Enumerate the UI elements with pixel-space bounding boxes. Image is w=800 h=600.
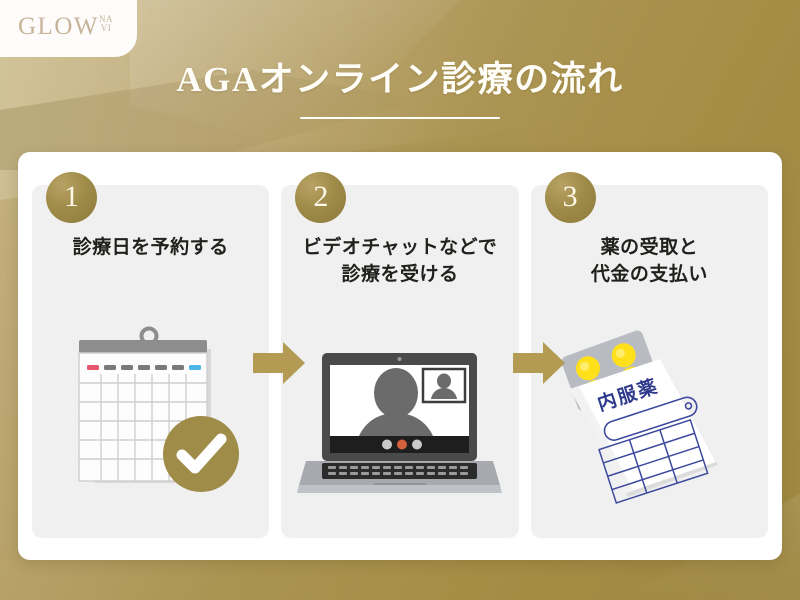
step-number-3: 3 [562,179,578,213]
logo-submark: NA VI [99,15,113,32]
brand-logo-badge[interactable]: GLOW NA VI [0,0,137,57]
logo-submark-top: NA [98,14,113,24]
step-number-badge-2: 2 [295,172,347,223]
logo-wrap: GLOW NA VI [18,14,113,39]
laptop-video-call-icon [281,305,518,520]
step-label-3-line-1: 薬の受取と [600,237,699,258]
step-label-3-line-2: 代金の支払い [590,263,708,285]
step-label-1-line-1: 診療日を予約する [72,237,229,258]
title-underline-rule [300,116,500,119]
step-label-2-line-1: ビデオチャットなどで [302,237,498,258]
arrow-step1-to-step2 [253,340,305,386]
step-label-1: 診療日を予約する [32,235,269,262]
calendar-with-check-icon [32,305,269,520]
header-title-block: AGAオンライン診療の流れ [0,58,800,119]
step-card-3[interactable]: 3 薬の受取と 代金の支払い [530,172,768,538]
step-card-1[interactable]: 1 診療日を予約する [32,172,270,538]
steps-container: 1 診療日を予約する [32,172,768,538]
step-number-badge-1: 1 [46,172,97,223]
medicine-envelope-icon: 内服薬 [531,305,768,520]
logo-wordmark: GLOW [18,13,99,40]
step-card-2[interactable]: 2 ビデオチャットなどで 診療を受ける [281,172,519,538]
step-label-3: 薬の受取と 代金の支払い [531,235,768,289]
arrow-step2-to-step3 [513,340,565,386]
step-number-2: 2 [313,179,329,213]
page-title: AGAオンライン診療の流れ [176,60,624,99]
logo-submark-bottom: VI [100,22,112,33]
step-number-1: 1 [64,179,79,213]
step-label-2-line-2: 診療を受ける [341,263,459,285]
step-label-2: ビデオチャットなどで 診療を受ける [281,235,518,289]
steps-panel: 1 診療日を予約する [18,152,782,560]
step-number-badge-3: 3 [544,172,596,223]
